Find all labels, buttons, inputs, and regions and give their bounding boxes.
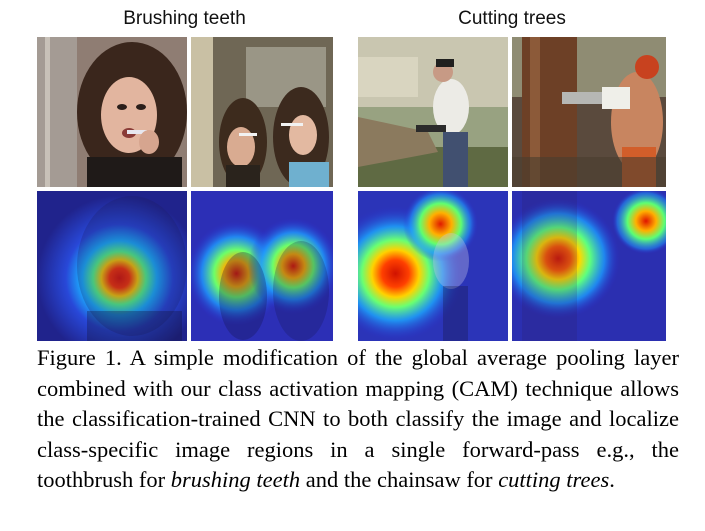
figure-caption: Figure 1. A simple modification of the g… [37, 343, 679, 496]
brushing-teeth-photo-2 [191, 37, 333, 187]
caption-text-1: Figure 1. A simple modification of the g… [37, 345, 679, 492]
caption-text-2: and the chainsaw for [300, 467, 499, 492]
cutting-trees-photo-2 [512, 37, 666, 187]
caption-text-3: . [609, 467, 615, 492]
brushing-teeth-photo-1 [37, 37, 187, 187]
cutting-trees-photo-1 [358, 37, 508, 187]
brushing-teeth-cam-1 [37, 191, 187, 341]
brushing-teeth-title: Brushing teeth [123, 8, 246, 29]
cutting-trees-title: Cutting trees [458, 8, 566, 29]
brushing-teeth-cam-2 [191, 191, 333, 341]
cutting-trees-cam-1 [358, 191, 508, 341]
caption-italic-cutting-trees: cutting trees [498, 467, 610, 492]
caption-italic-brushing-teeth: brushing teeth [170, 467, 301, 492]
cutting-trees-cam-2 [512, 191, 666, 341]
